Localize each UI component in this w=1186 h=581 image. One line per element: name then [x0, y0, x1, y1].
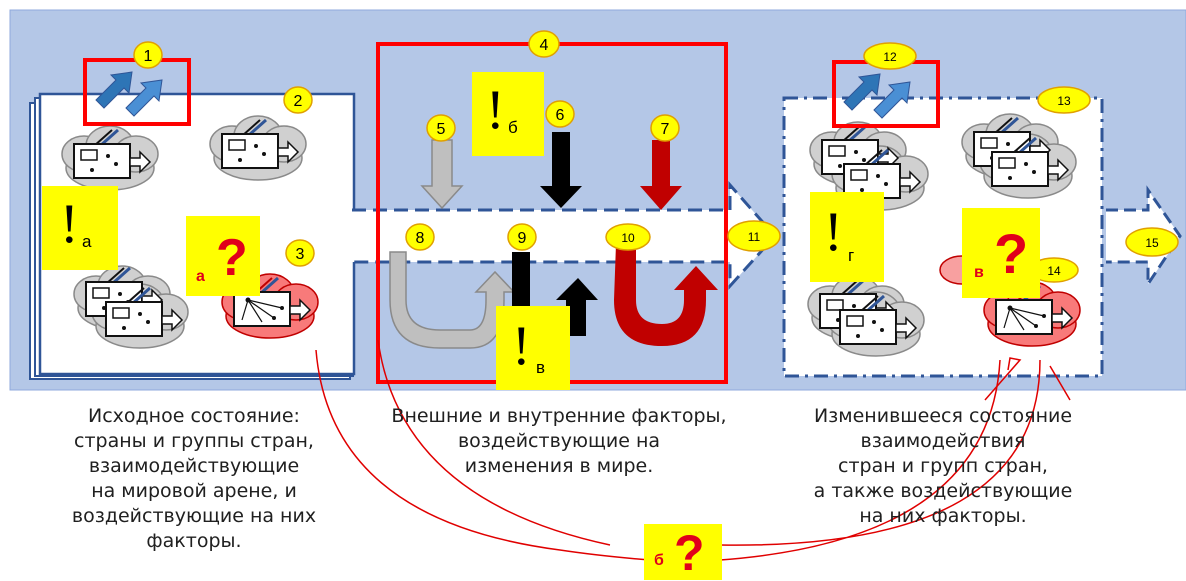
badge-1: 1 — [144, 48, 153, 65]
internal-factor-arrow-red — [614, 244, 718, 346]
caption-initial-state: Исходное состояние: страны и группы стра… — [71, 405, 317, 552]
badge-12: 12 — [883, 50, 897, 64]
connector-arrowhead — [984, 357, 1071, 401]
badge-3: 3 — [296, 246, 305, 263]
caption-changed-state: Изменившееся состояние взаимодействия ст… — [813, 405, 1073, 527]
badge-15: 15 — [1145, 236, 1159, 250]
question-v: в ? — [962, 208, 1040, 298]
badge-10: 10 — [621, 231, 635, 245]
internal-factor-arrow-grey — [389, 251, 516, 349]
badge-9: 9 — [518, 230, 527, 247]
external-factor-arrow-grey — [420, 139, 464, 210]
connector-lines — [315, 339, 1041, 561]
badge-7: 7 — [661, 121, 670, 138]
badge-2: 2 — [294, 93, 303, 110]
badge-13: 13 — [1057, 94, 1071, 108]
badge-8: 8 — [416, 230, 425, 247]
question-b: б ? — [644, 524, 722, 580]
marker-v: ! в — [496, 306, 570, 390]
external-factor-arrow-red — [640, 140, 682, 210]
badge-11: 11 — [748, 230, 761, 244]
question-a: а ? — [186, 216, 260, 296]
badges: 1 2 3 4 5 6 7 8 9 10 11 12 13 14 15 — [133, 30, 1179, 283]
badge-14: 14 — [1047, 264, 1061, 278]
caption-factors: Внешние и внутренние факторы, воздейству… — [391, 405, 727, 477]
external-factor-arrow-black — [540, 132, 582, 208]
marker-g: ! г — [810, 192, 884, 282]
badge-6: 6 — [556, 107, 565, 124]
badge-4: 4 — [540, 37, 549, 54]
internal-factor-arrow-black — [512, 252, 598, 336]
marker-b: ! б — [472, 72, 544, 156]
marker-a: ! а — [42, 186, 118, 270]
badge-5: 5 — [437, 121, 446, 138]
